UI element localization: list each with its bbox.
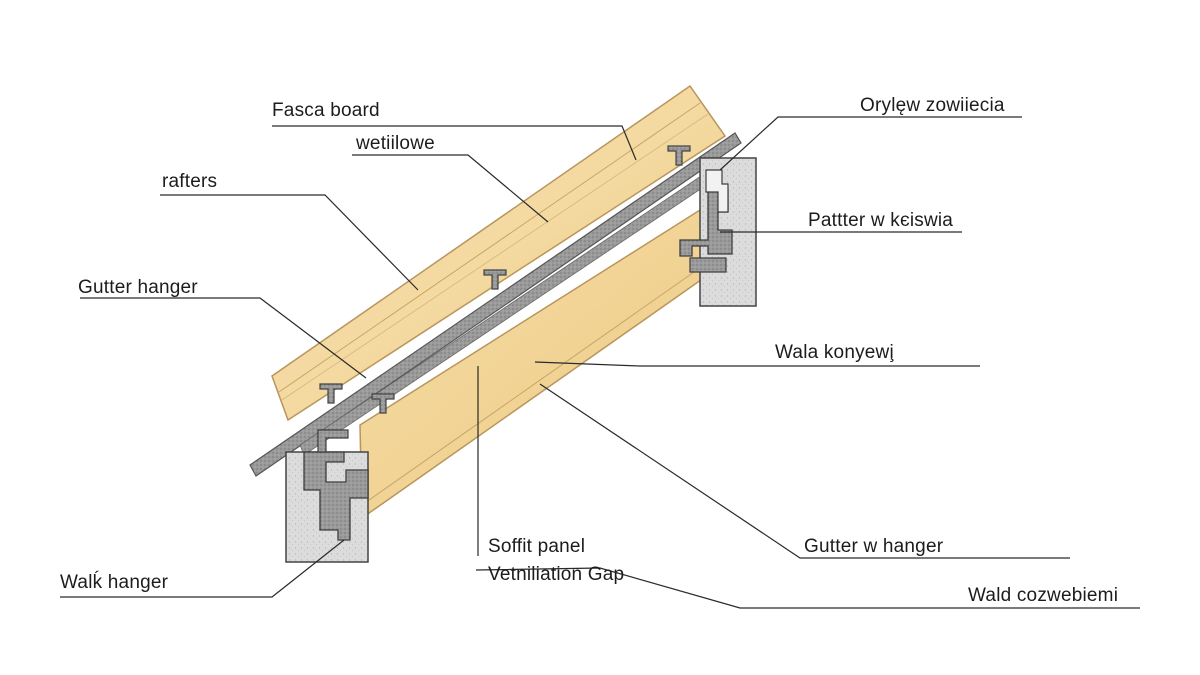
label-orylew: Orylęw zowiiecia — [860, 95, 1005, 116]
leader-wala-konyewi — [534, 361, 980, 367]
label-wala-konyewi: Wala konyewi̧ — [775, 342, 894, 363]
label-ventilation-gap: Vetniliation Gap — [488, 564, 625, 585]
rail-clips — [319, 145, 691, 414]
label-wetiilowe: wetiilowe — [356, 133, 435, 154]
label-wald-cozwebiemi: Wald cozwebiemi — [968, 585, 1119, 606]
leader-gutter-w-hanger — [539, 383, 1070, 559]
leader-lines — [60, 116, 1140, 609]
metal-rail-shape — [249, 132, 742, 477]
label-gutter-hanger-left: Gutter hanger — [78, 277, 198, 298]
label-soffit-panel: Soffit panel — [488, 536, 586, 557]
label-pattter: Pattter w kєiswia — [808, 210, 954, 231]
leader-wald-cozwebiemi — [475, 567, 1140, 609]
label-walk-hanger: Walḱ hanger — [60, 572, 169, 593]
leader-wetiilowe — [352, 154, 549, 223]
leader-gutter-hanger-left — [80, 297, 367, 379]
leader-rafters — [160, 194, 419, 291]
label-fascia-board: Fasca board — [272, 100, 380, 121]
left-wall-bracket — [285, 429, 369, 563]
leader-fascia-board — [272, 125, 637, 161]
label-gutter-w-hanger: Gutter w hanger — [804, 536, 944, 557]
leader-walk-hanger — [60, 539, 345, 598]
fascia-board-shape — [271, 84, 727, 422]
leader-orylew — [719, 116, 1022, 171]
label-rafters: rafters — [162, 171, 218, 192]
